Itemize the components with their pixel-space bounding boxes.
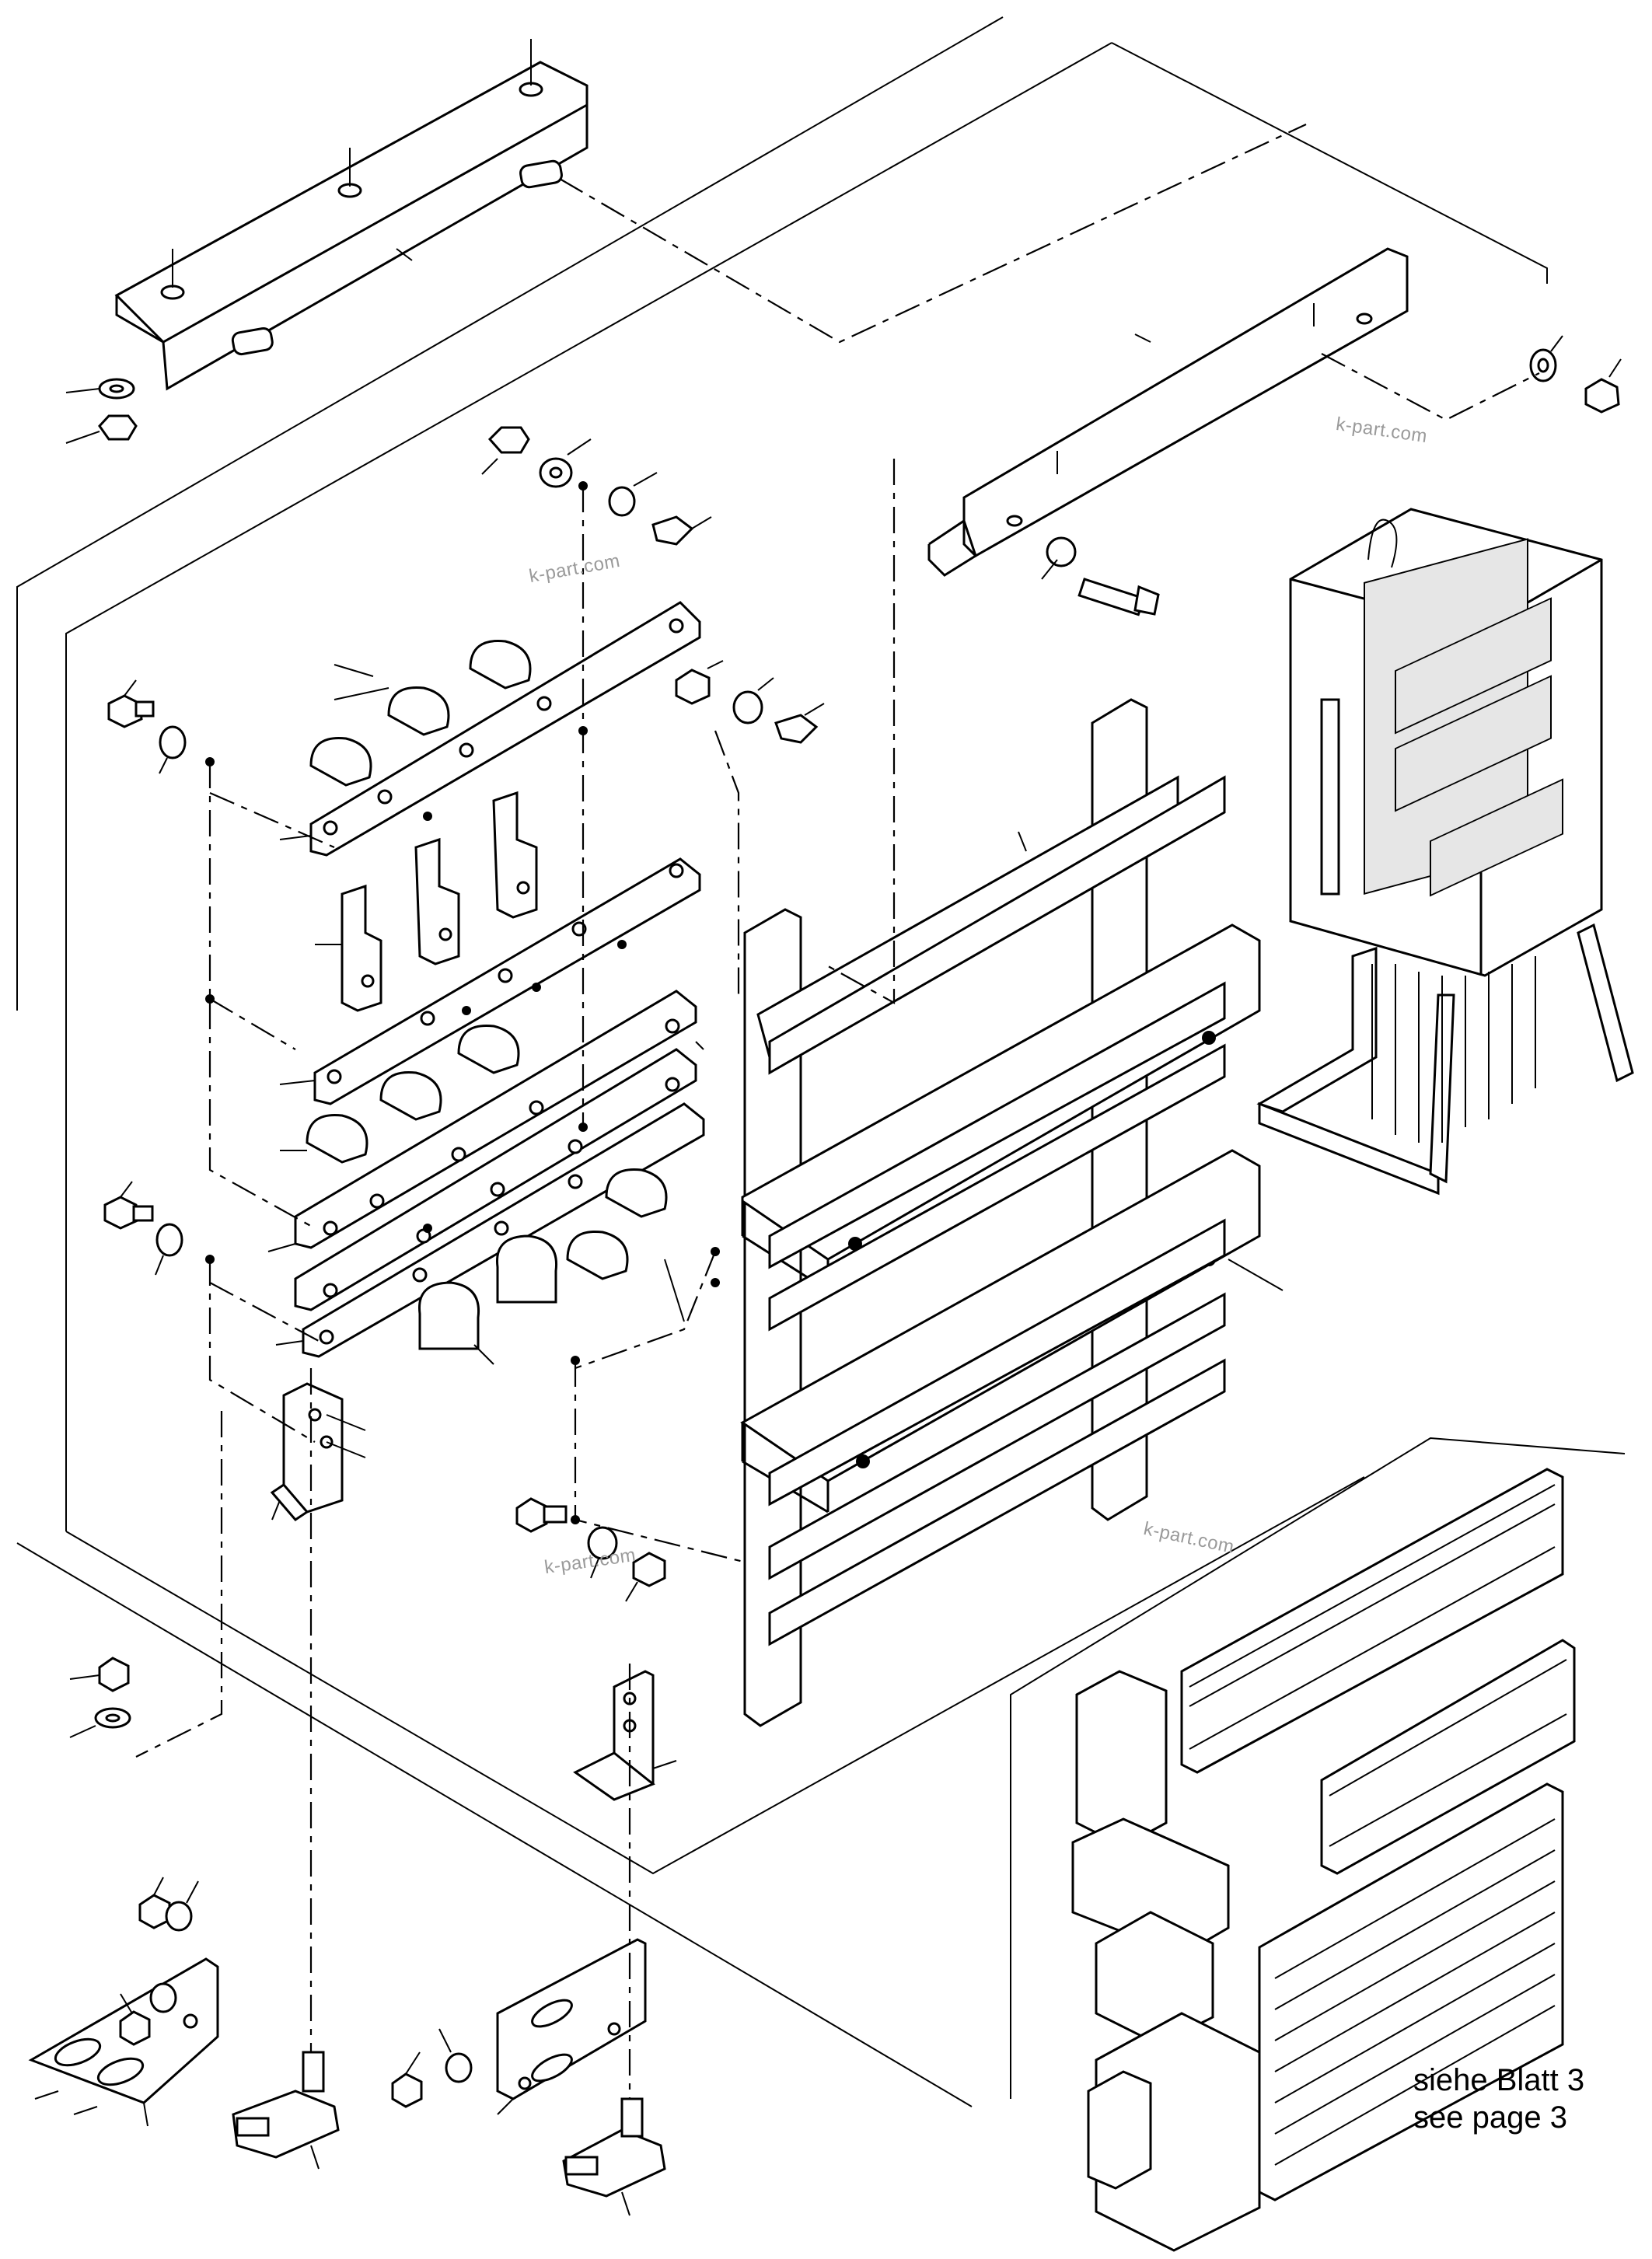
clamp-strip-1: [279, 601, 701, 857]
terminal-stack-lower: [1274, 1818, 1556, 2166]
pipe-clips-row-1: [309, 639, 532, 787]
cabinet-frame-outline: [16, 16, 1626, 2107]
terminal-row-upper: [1189, 1484, 1556, 1750]
clamp-strip-4: [275, 1102, 705, 1358]
washer-nut-top-left: [65, 378, 138, 444]
assembly-junction-dots: [205, 481, 720, 1524]
angle-bracket-right: [573, 1670, 677, 1801]
clamp-strip-3: [267, 990, 704, 1311]
stud-block-bottom-left: [232, 2051, 340, 2170]
pipe-clips-row-3: [418, 1168, 685, 1365]
nut-washer-left-middle: [69, 1657, 131, 1738]
main-rack-frame: [740, 698, 1284, 1727]
slotted-brackets: [315, 791, 538, 1012]
cabinet-cables: [1371, 956, 1536, 1143]
bolt-upper-right-bracket: [1041, 536, 1160, 616]
reference-line-german: siehe Blatt 3: [1413, 2063, 1585, 2097]
bottom-middle-foot-bracket: [391, 1938, 647, 2115]
clamp-strip-2: [279, 857, 701, 1105]
upper-right-rail-bracket: [927, 247, 1409, 577]
bolt-washer-left-upper: [107, 679, 187, 774]
washer-nut-top-right: [1529, 335, 1622, 414]
pipe-clips-row-2: [280, 1024, 520, 1164]
reference-line-english: see page 3: [1413, 2100, 1567, 2135]
page-reference-note: siehe Blatt 3 see page 3: [1413, 2062, 1584, 2136]
cabinet-terminal-blocks: [1395, 597, 1563, 897]
bottom-left-foot-bracket: [28, 1877, 219, 2127]
angle-bracket-left: [270, 1382, 366, 1521]
top-rail-bracket: [114, 39, 589, 391]
fastener-near-strip-1: [675, 660, 825, 744]
stud-block-bottom-middle: [562, 2097, 666, 2216]
assembled-cabinet-view: [1256, 508, 1634, 1196]
terminal-block-detail-view: [1071, 1468, 1576, 2252]
fastener-lower-center: [515, 1497, 666, 1602]
fastener-stack-upper-center: [481, 426, 712, 546]
bolt-washer-left-lower: [103, 1181, 183, 1276]
